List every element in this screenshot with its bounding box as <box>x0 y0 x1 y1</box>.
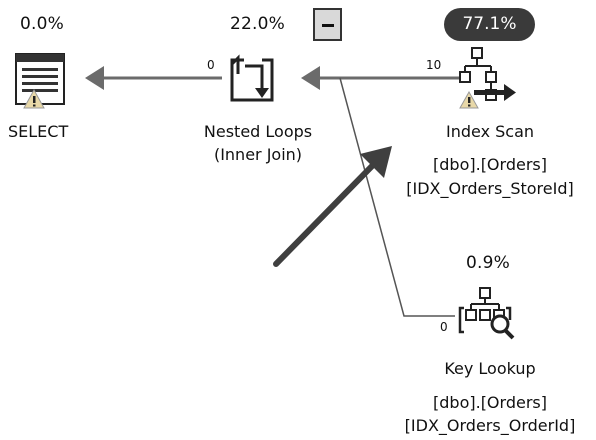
select-cost: 0.0% <box>20 14 64 34</box>
key-lookup-cost: 0.9% <box>466 253 510 273</box>
index-scan-label: Index Scan <box>445 122 535 141</box>
warning-icon <box>23 88 45 109</box>
scan-to-nested-rows: 10 <box>426 58 442 72</box>
lookup-to-nested-rows: 0 <box>440 320 448 334</box>
collapse-icon <box>322 24 334 27</box>
index-scan-object-line1: [dbo].[Orders] <box>433 155 547 174</box>
collapse-button[interactable] <box>313 8 342 41</box>
index-scan-icon[interactable] <box>458 46 522 110</box>
nested-loops-label-line2: (Inner Join) <box>213 145 303 164</box>
edge-scan-to-nested-arrowhead <box>301 66 320 90</box>
edge-lookup-to-nested <box>339 77 455 317</box>
select-label: SELECT <box>8 122 69 141</box>
index-scan-object-line2: [IDX_Orders_StoreId] <box>406 179 574 198</box>
select-icon[interactable] <box>14 52 70 110</box>
key-lookup-object-line2: [IDX_Orders_OrderId] <box>404 416 576 435</box>
key-lookup-icon[interactable] <box>458 286 520 342</box>
key-lookup-object-line1: [dbo].[Orders] <box>433 393 547 412</box>
annotation-arrow-shaft <box>273 159 379 267</box>
key-lookup-label: Key Lookup <box>444 359 536 378</box>
nested-loops-label-line1: Nested Loops <box>203 122 313 141</box>
nested-loops-icon[interactable] <box>228 52 280 108</box>
edge-nested-to-select-arrowhead <box>85 66 104 90</box>
nested-loops-cost: 22.0% <box>230 14 286 34</box>
nested-to-select-rows: 0 <box>207 58 215 72</box>
warning-icon <box>459 90 479 109</box>
annotation-arrow-head <box>360 146 392 178</box>
index-scan-cost-badge: 77.1% <box>444 8 535 41</box>
